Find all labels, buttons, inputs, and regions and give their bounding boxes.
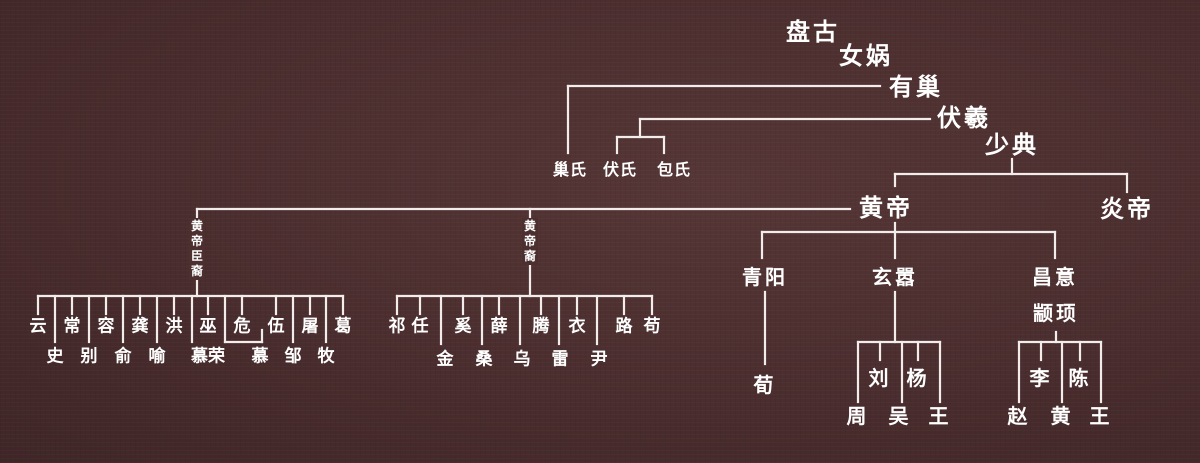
surname-yi: 衣: [568, 316, 586, 337]
surname-murong: 慕荣: [191, 346, 225, 367]
surname-yun: 云: [29, 316, 47, 337]
surname-bie: 别: [80, 346, 98, 367]
surname-zhou: 周: [846, 404, 870, 428]
surname-liu: 刘: [868, 366, 892, 390]
surname-wei: 危: [233, 316, 251, 337]
surname-hong: 洪: [165, 316, 183, 337]
surname-li: 李: [1029, 366, 1053, 390]
surname-yu: 俞: [114, 346, 132, 367]
surname-jin: 金: [436, 349, 454, 370]
surname-ren: 任: [411, 316, 429, 337]
surname-rong: 容: [97, 316, 115, 337]
node-chao-clan: 巢氏: [552, 160, 588, 179]
node-changyi: 昌意: [1032, 265, 1078, 289]
surname-mu2: 牧: [317, 346, 335, 367]
surname-yin: 尹: [590, 349, 608, 370]
surname-xue: 薛: [490, 316, 508, 337]
surname-teng: 腾: [532, 316, 550, 337]
surname-mu: 慕: [251, 346, 269, 367]
surname-gong: 龚: [131, 316, 149, 337]
surname-tu: 屠: [301, 316, 319, 337]
node-yandi: 炎帝: [1100, 195, 1154, 223]
surname-wu3: 乌: [513, 349, 531, 370]
surname-chen: 陈: [1068, 366, 1092, 390]
node-pangu: 盘古: [786, 18, 840, 46]
node-huangdi: 黄帝: [859, 194, 913, 222]
surname-wang2: 王: [1089, 404, 1113, 428]
node-fuxi: 伏羲: [937, 104, 991, 132]
node-shaodian: 少典: [985, 131, 1039, 159]
surname-gou: 苟: [643, 316, 661, 337]
node-nvwa: 女娲: [839, 42, 893, 70]
surname-wu4: 吴: [888, 404, 912, 428]
surname-chang: 常: [63, 316, 81, 337]
node-xuanxiao: 玄嚣: [872, 265, 918, 289]
surname-wu2: 伍: [267, 316, 285, 337]
surname-lei: 雷: [551, 349, 569, 370]
surname-sang: 桑: [475, 349, 493, 370]
node-qingyang: 青阳: [742, 265, 788, 289]
surname-lu: 路: [615, 316, 633, 337]
node-zhuanxu: 颛顼: [1033, 301, 1079, 325]
surname-huang: 黄: [1050, 404, 1074, 428]
tag-huangdi-descendants: 黄帝裔: [522, 218, 538, 265]
surname-zhao: 赵: [1007, 404, 1031, 428]
surname-xi: 奚: [454, 316, 472, 337]
surname-xun: 荀: [753, 373, 777, 397]
node-youchao: 有巢: [889, 73, 943, 101]
node-bao-clan: 包氏: [656, 160, 692, 179]
tag-huangdi-ministers: 黄帝臣裔: [189, 218, 205, 280]
surname-qi: 祁: [388, 316, 406, 337]
surname-yu2: 喻: [148, 346, 166, 367]
surname-ge: 葛: [334, 316, 352, 337]
surname-zou: 邹: [284, 346, 302, 367]
surname-yang: 杨: [906, 366, 930, 390]
surname-wang: 王: [928, 404, 952, 428]
surname-wu: 巫: [199, 316, 217, 337]
surname-shi: 史: [46, 346, 64, 367]
node-fu-clan: 伏氏: [602, 160, 638, 179]
